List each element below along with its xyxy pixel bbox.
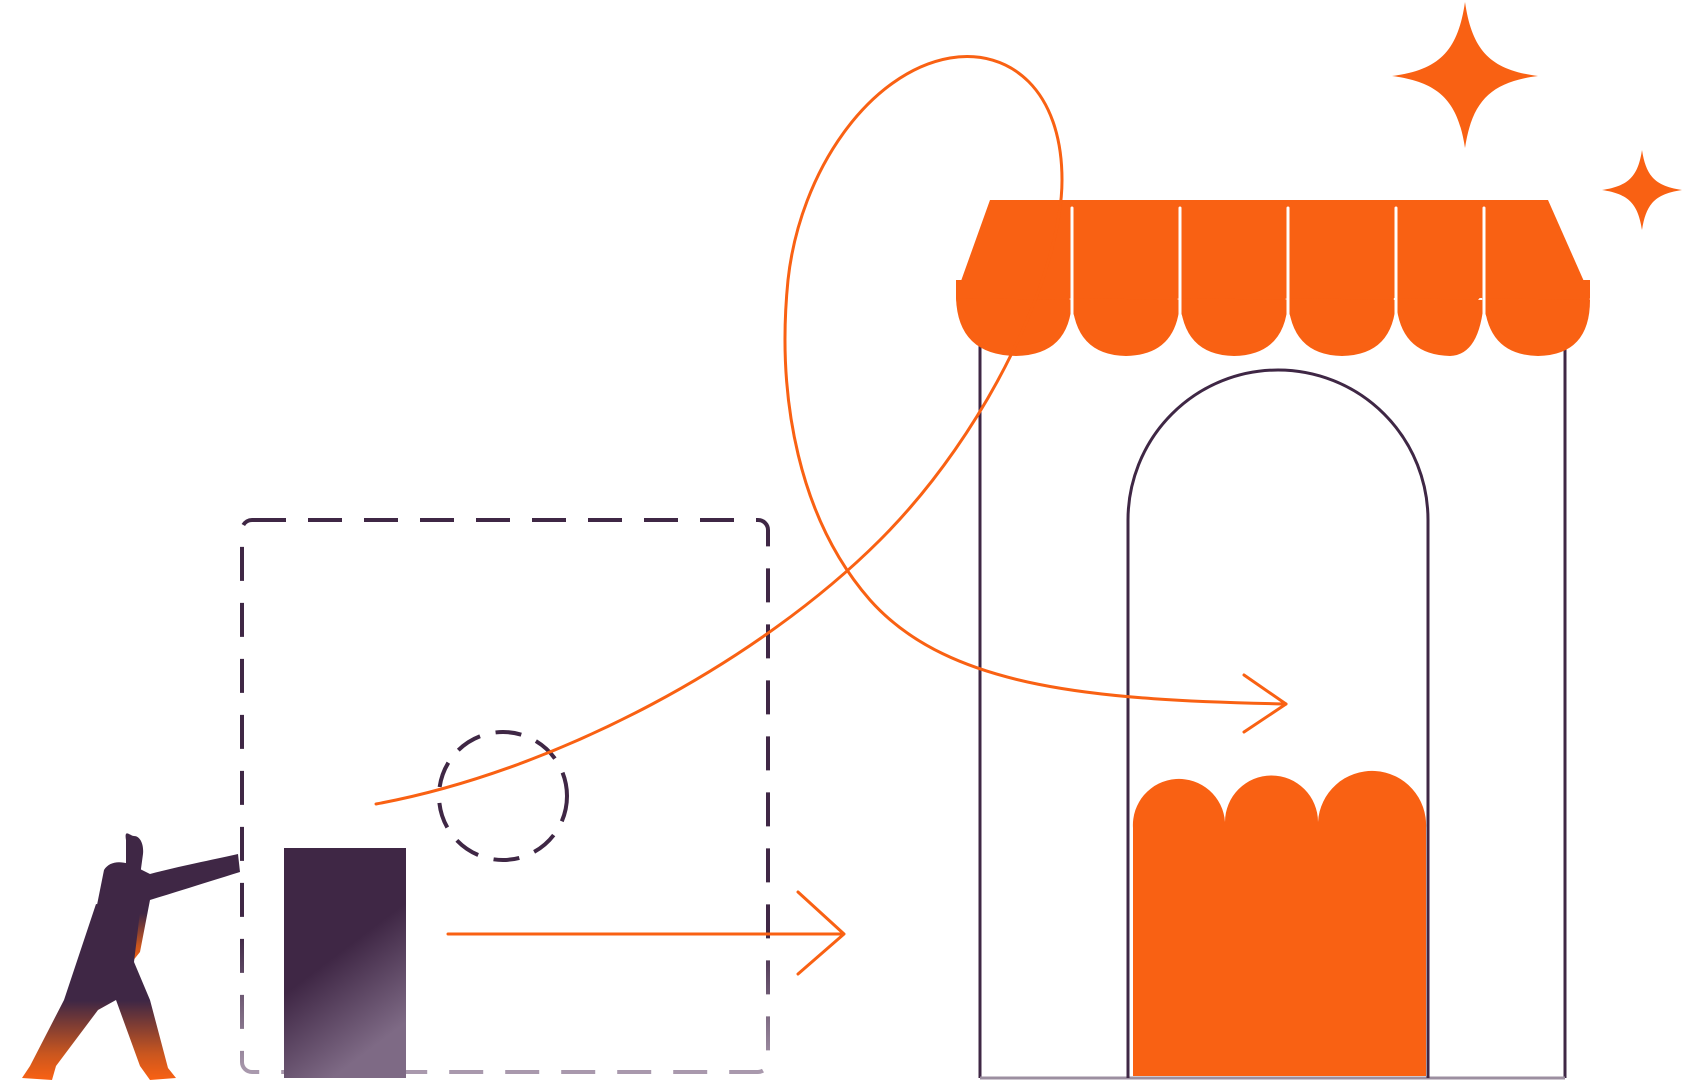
- loop-arrow-icon: [374, 55, 1288, 806]
- store-door-fill: [1132, 770, 1427, 1076]
- straight-arrow-icon: [446, 890, 846, 976]
- storefront-icon: [956, 200, 1590, 1080]
- sparkle-small-icon: [1602, 150, 1682, 230]
- store-door-arch: [1126, 368, 1430, 1078]
- sparkle-large-icon: [1392, 2, 1538, 148]
- box-icon: [284, 848, 406, 1078]
- store-awning: [956, 200, 1590, 356]
- dashed-frame: [240, 518, 770, 1074]
- dashed-circle: [437, 730, 569, 862]
- person-pushing-icon: [22, 833, 240, 1080]
